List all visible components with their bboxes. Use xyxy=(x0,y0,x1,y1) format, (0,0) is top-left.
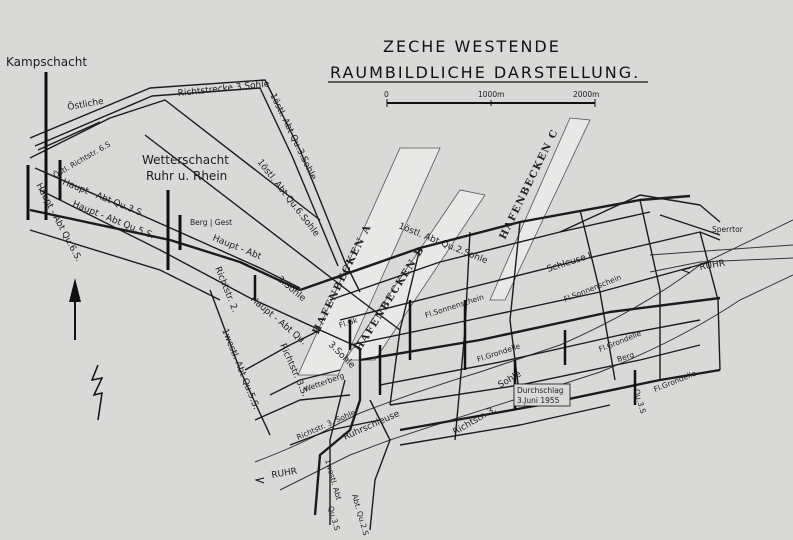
durchschlag-note: Durchschlag 3.Juni 1955 xyxy=(513,383,571,407)
label-oestl-abt-3: 1östl. Abt Qu.3.Sohle xyxy=(267,92,318,182)
field-shaft-marks xyxy=(253,275,637,410)
scale-bar: 0 1000m 2000m xyxy=(384,90,599,107)
label-oestliche: Östliche xyxy=(67,96,105,113)
hafenbecken-a-strip xyxy=(297,147,441,376)
durchschlag-line1: Durchschlag xyxy=(517,386,564,395)
wetterschacht-label-line2: Ruhr u. Rhein xyxy=(146,169,227,183)
north-arrow-icon xyxy=(69,278,81,340)
hafenbecken-c-strip xyxy=(489,117,591,301)
ruhr-east-arrow-icon xyxy=(680,267,691,274)
label-berg-gest: Berg | Gest xyxy=(190,218,232,227)
wetterschacht: Wetterschacht Ruhr u. Rhein xyxy=(142,153,229,270)
durchschlag-line2: 3.Juni 1955 xyxy=(517,396,560,405)
ruhr-west-arrow-icon xyxy=(254,477,265,484)
scale-label-2000: 2000m xyxy=(573,90,599,99)
label-westl-abt-low: 1westl. Abt xyxy=(323,458,343,501)
gallery-network xyxy=(29,79,721,531)
label-oestl-richtstr-6: Östl. Richtstr. 6.S xyxy=(52,139,113,179)
scale-label-1000: 1000m xyxy=(478,90,504,99)
label-westl-abt-5: 1westl. Abt Qu.5.S. xyxy=(219,327,261,411)
wetterschacht-label-line1: Wetterschacht xyxy=(142,153,229,167)
label-ruhr-east: RUHR xyxy=(699,259,726,273)
lightning-icon xyxy=(90,364,104,421)
kampschacht-label: Kampschacht xyxy=(6,55,87,69)
label-haupt-abt-6: Haupt - Abt Qu.6.S. xyxy=(33,182,83,264)
label-qu-3s-low: Qu.3.S xyxy=(326,505,342,532)
title-line1: ZECHE WESTENDE xyxy=(383,37,561,56)
label-sperrtor: Sperrtor xyxy=(712,225,744,234)
title-line2: RAUMBILDLICHE DARSTELLUNG. xyxy=(330,63,640,82)
label-abt-2s: Abt. Qu.2.S xyxy=(350,493,370,537)
label-fl-grondelle-2: Fl.Grondelle xyxy=(597,329,642,354)
label-schleuse-1: Schleuse I xyxy=(546,251,593,275)
scale-label-zero: 0 xyxy=(384,90,389,99)
kampschacht: Kampschacht xyxy=(6,55,87,220)
label-ruhr-west: RUHR xyxy=(271,467,298,481)
